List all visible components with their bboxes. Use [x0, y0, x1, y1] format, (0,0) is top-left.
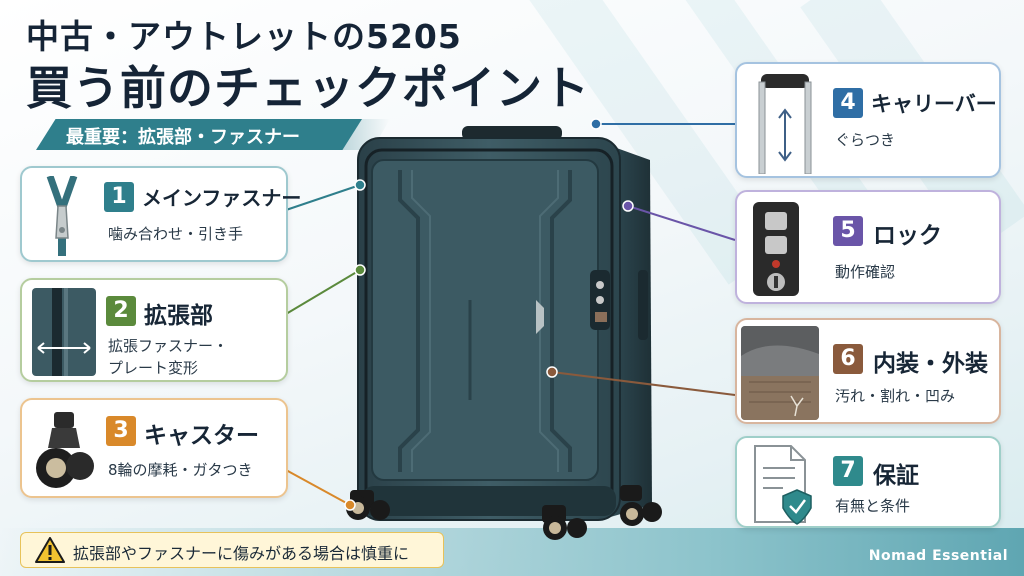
zipper-icon — [32, 176, 92, 256]
checkpoint-title: 保証 — [873, 463, 919, 489]
checkpoint-desc-line1: 拡張ファスナー・ — [108, 337, 229, 355]
checkpoint-desc: 動作確認 — [835, 263, 896, 281]
interior-exterior-icon — [741, 326, 819, 420]
caster-wheel-icon — [32, 408, 96, 494]
checkpoint-card-expansion: 2 拡張部 拡張ファスナー・ プレート変形 — [20, 278, 288, 382]
checkpoint-number: 1 — [104, 182, 134, 212]
sub-banner: 最重要：拡張部・ファスナー — [36, 119, 362, 150]
brand-name: Nomad Essential — [868, 548, 1008, 564]
checkpoint-card-carry-bar: 4 キャリーバー ぐらつき — [735, 62, 1001, 178]
checkpoint-desc: 有無と条件 — [835, 497, 911, 515]
checkpoint-card-interior-exterior: 6 内装・外装 汚れ・割れ・凹み — [735, 318, 1001, 424]
checkpoint-number: 4 — [833, 88, 863, 118]
page-title-line1: 中古・アウトレットの5205 — [26, 17, 462, 56]
lock-icon — [747, 200, 805, 298]
checkpoint-card-lock: 5 ロック 動作確認 — [735, 190, 1001, 304]
checkpoint-desc: 汚れ・割れ・凹み — [835, 387, 956, 405]
carry-bar-icon — [745, 70, 825, 174]
warning-banner: 拡張部やファスナーに傷みがある場合は慎重に — [20, 532, 444, 568]
checkpoint-title: 拡張部 — [144, 303, 213, 329]
warranty-document-icon — [749, 444, 815, 526]
checkpoint-number: 7 — [833, 456, 863, 486]
checkpoint-desc-line2: プレート変形 — [108, 359, 199, 377]
checkpoint-title: 内装・外装 — [873, 351, 988, 377]
checkpoint-card-warranty: 7 保証 有無と条件 — [735, 436, 1001, 528]
expansion-icon — [32, 288, 96, 376]
checkpoint-title: メインファスナー — [142, 186, 302, 210]
page-title-line2: 買う前のチェックポイント — [26, 61, 590, 115]
checkpoint-title: キャリーバー — [871, 92, 997, 116]
checkpoint-card-main-zipper: 1 メインファスナー 噛み合わせ・引き手 — [20, 166, 301, 262]
warning-text: 拡張部やファスナーに傷みがある場合は慎重に — [73, 544, 410, 563]
checkpoint-card-caster: 3 キャスター 8輪の摩耗・ガタつき — [20, 398, 288, 498]
checkpoint-desc: 8輪の摩耗・ガタつき — [108, 461, 253, 479]
checkpoint-number: 3 — [106, 416, 136, 446]
checkpoint-desc: ぐらつき — [835, 131, 896, 149]
checkpoint-number: 5 — [833, 216, 863, 246]
checkpoint-number: 6 — [833, 344, 863, 374]
checkpoint-number: 2 — [106, 296, 136, 326]
checkpoint-desc: 噛み合わせ・引き手 — [108, 225, 244, 243]
checkpoint-title: キャスター — [144, 423, 259, 449]
warning-icon — [35, 537, 65, 563]
checkpoint-title: ロック — [873, 223, 942, 249]
